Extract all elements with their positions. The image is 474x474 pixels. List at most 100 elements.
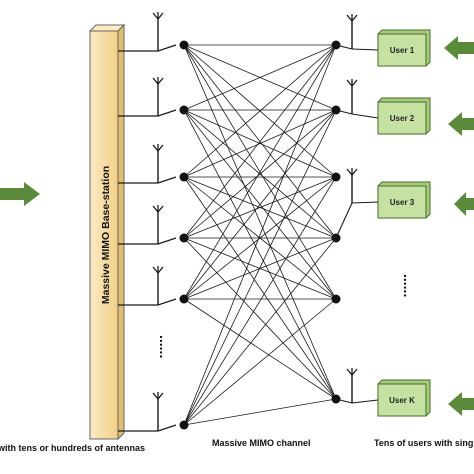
base-station-antenna xyxy=(152,12,164,51)
channel-link xyxy=(183,237,337,400)
user-terminal-2: User 2 xyxy=(351,97,431,135)
base-station-node xyxy=(179,40,189,50)
user-terminal-1: User 1 xyxy=(351,29,431,67)
user-terminal-4: User K xyxy=(351,379,431,417)
channel-link xyxy=(183,109,337,400)
channel-link xyxy=(183,109,337,239)
user-antenna xyxy=(346,368,358,403)
base-station-box xyxy=(89,30,119,440)
antenna-arm xyxy=(351,14,358,22)
user-antenna xyxy=(346,168,358,203)
user-antenna-group: ...... xyxy=(335,14,417,404)
base-station-label: Massive MIMO Base-station xyxy=(100,165,112,305)
user-box xyxy=(377,383,427,417)
user-terminal-group: User 1 User 2 User 3 User K xyxy=(351,29,431,417)
base-station-node xyxy=(179,105,189,115)
user-box-link xyxy=(351,48,379,51)
right-caption: Tens of users with sing xyxy=(374,438,474,448)
base-station-antenna-group: ...... xyxy=(118,12,177,432)
user-label: User K xyxy=(389,396,415,405)
channel-link xyxy=(183,44,337,300)
base-station-node-group xyxy=(179,40,189,430)
antenna-arm xyxy=(346,368,353,376)
antenna-arm xyxy=(152,266,159,274)
base-station-box-side-face xyxy=(117,23,125,441)
channel-link xyxy=(183,298,337,400)
output-arrow-top-right xyxy=(444,36,474,60)
user-feed-line xyxy=(335,202,353,239)
base-station-node xyxy=(179,420,189,430)
channel-link xyxy=(183,298,337,426)
output-arrow-user3-right xyxy=(454,192,474,216)
antenna-arm xyxy=(152,205,159,213)
channel-link xyxy=(183,44,337,178)
antenna-arm xyxy=(152,392,159,400)
antenna-feed-line xyxy=(118,176,177,184)
antenna-arm xyxy=(157,12,164,20)
user-feed-line xyxy=(335,44,353,50)
channel-link xyxy=(183,44,337,400)
antenna-arm xyxy=(152,144,159,152)
channel-link-group xyxy=(183,44,337,426)
channel-link xyxy=(183,109,337,300)
antenna-feed-line xyxy=(118,298,177,306)
base-station-antenna xyxy=(152,266,164,305)
base-station-antenna xyxy=(152,205,164,244)
channel-link xyxy=(183,237,337,426)
user-box xyxy=(377,101,427,135)
base-station-node xyxy=(179,172,189,182)
antenna-arm xyxy=(346,168,353,176)
antenna-arm xyxy=(346,14,353,22)
channel-link xyxy=(183,237,337,300)
output-arrow-bottom-right xyxy=(448,392,474,416)
channel-link xyxy=(183,176,337,400)
channel-link xyxy=(183,44,337,111)
user-side-node xyxy=(331,294,341,304)
base-station-antenna xyxy=(152,144,164,183)
antenna-arm xyxy=(346,79,353,87)
antenna-arm xyxy=(351,168,358,176)
antenna-feed-line xyxy=(118,424,177,432)
user-antenna xyxy=(346,79,358,114)
user-box-link xyxy=(351,201,379,204)
antenna-arm xyxy=(157,144,164,152)
user-label: User 2 xyxy=(390,114,415,123)
channel-link xyxy=(183,398,337,426)
antenna-arm xyxy=(157,266,164,274)
channel-link xyxy=(183,109,337,426)
user-feed-line xyxy=(335,109,353,115)
antenna-arm xyxy=(351,368,358,376)
input-arrow-left xyxy=(0,182,40,206)
antenna-arm xyxy=(152,77,159,85)
antenna-arm xyxy=(152,12,159,20)
channel-link xyxy=(183,176,337,300)
channel-link xyxy=(183,176,337,426)
user-ellipsis: ...... xyxy=(401,274,417,297)
user-label: User 3 xyxy=(390,198,415,207)
user-side-node xyxy=(331,172,341,182)
antenna-arm xyxy=(351,79,358,87)
user-terminal-3: User 3 xyxy=(351,181,431,219)
antenna-feed-line xyxy=(118,44,177,52)
user-box xyxy=(377,33,427,67)
user-box-link xyxy=(351,113,379,119)
channel-link xyxy=(183,44,337,239)
channel-caption: Massive MIMO channel xyxy=(212,438,311,448)
channel-link xyxy=(183,109,337,178)
antenna-arm xyxy=(157,77,164,85)
base-station-node xyxy=(179,233,189,243)
channel-link xyxy=(183,44,337,426)
user-label: User 1 xyxy=(390,46,415,55)
antenna-feed-line xyxy=(118,109,177,117)
antenna-feed-line xyxy=(118,237,177,245)
antenna-arm xyxy=(157,392,164,400)
left-caption: with tens or hundreds of antennas xyxy=(0,443,146,453)
user-node-group xyxy=(331,40,341,404)
antenna-arm xyxy=(157,205,164,213)
user-feed-line xyxy=(335,398,353,404)
channel-link xyxy=(183,176,337,239)
base-station-antenna xyxy=(152,392,164,431)
base-station-node xyxy=(179,294,189,304)
base-station-antenna xyxy=(152,77,164,116)
